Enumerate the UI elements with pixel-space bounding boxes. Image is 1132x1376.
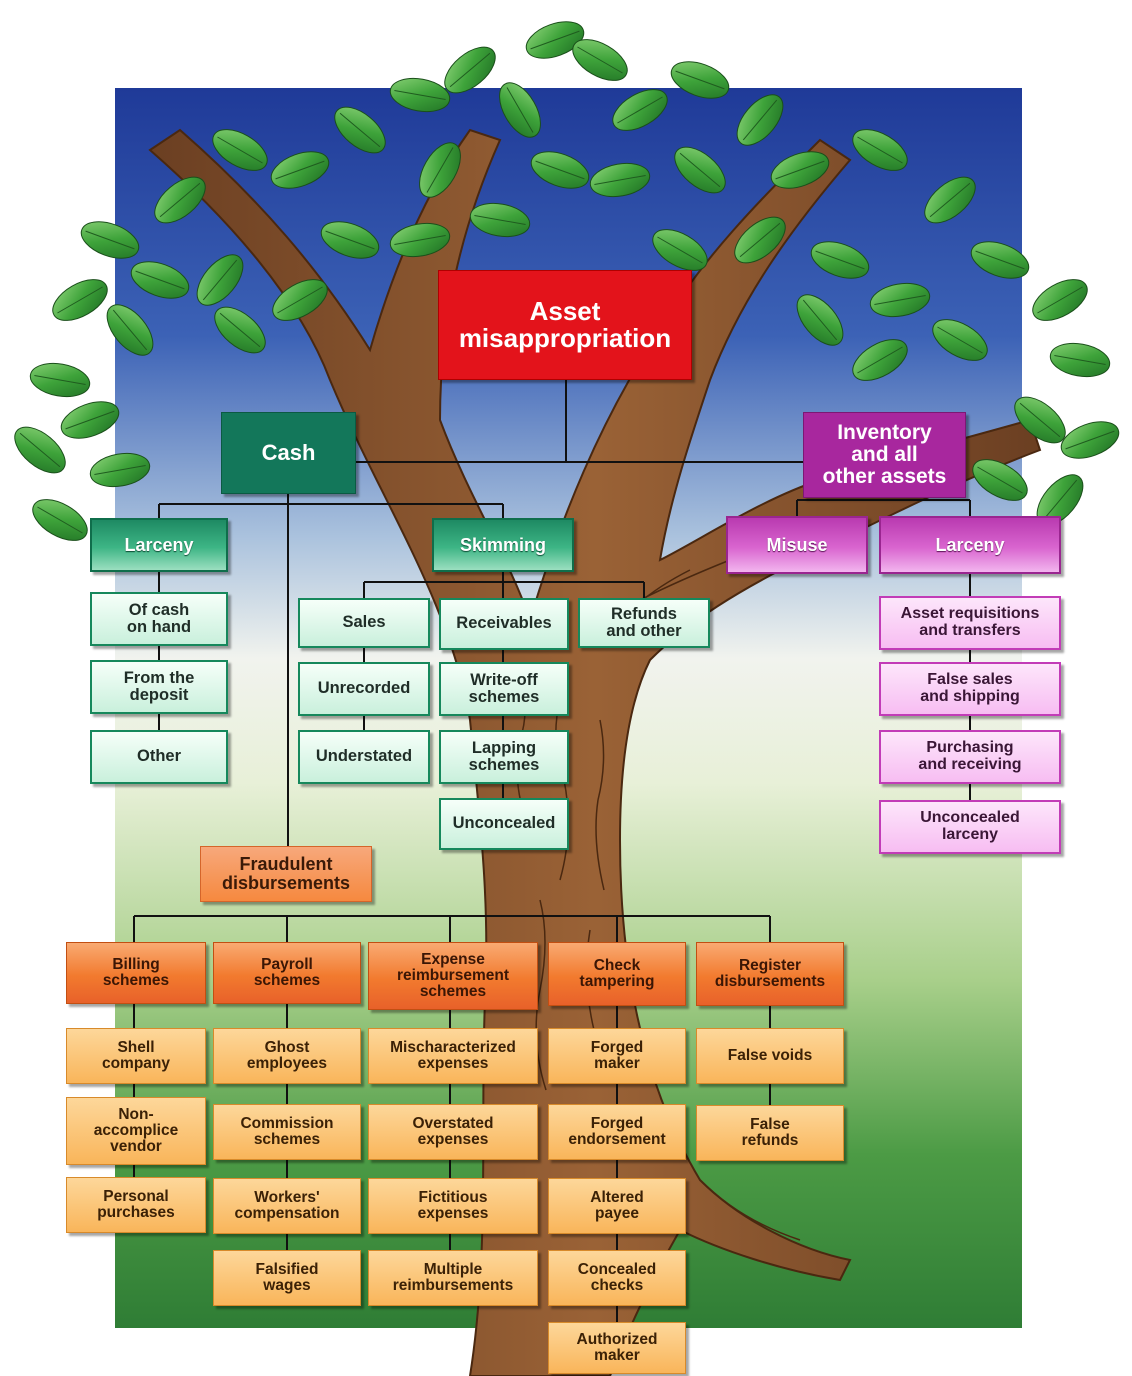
node-billing-schemes: Billing schemes: [66, 942, 206, 1004]
leaf-vein: [394, 234, 446, 246]
leaf-vein: [112, 309, 148, 351]
node-forged-maker: Forged maker: [548, 1028, 686, 1084]
node-check-tampering: Check tampering: [548, 942, 686, 1006]
node-false-voids: False voids: [696, 1028, 844, 1084]
node-fictitious-expenses: Fictitious expenses: [368, 1178, 538, 1234]
node-personal-purchases: Personal purchases: [66, 1177, 206, 1233]
leaf-vein: [159, 182, 201, 218]
leaf-vein: [85, 230, 135, 250]
node-unconcealed: Unconcealed: [439, 798, 569, 850]
leaf-vein: [1019, 402, 1061, 438]
node-sales: Sales: [298, 598, 430, 648]
leaf-vein: [929, 182, 971, 218]
leaf-vein: [975, 250, 1025, 270]
leaf-vein: [426, 147, 454, 193]
node-false-sales-shipping: False sales and shipping: [879, 662, 1061, 716]
leaf-vein: [202, 259, 238, 301]
leaf-vein: [530, 30, 580, 50]
node-concealed-checks: Concealed checks: [548, 1250, 686, 1306]
leaf-vein: [325, 230, 375, 250]
leaf-vein: [874, 294, 926, 306]
node-write-off-schemes: Write-off schemes: [439, 662, 569, 716]
leaf-vein: [802, 299, 838, 341]
node-inventory: Inventory and all other assets: [803, 412, 966, 498]
leaf-vein: [977, 466, 1023, 494]
leaf-vein: [1042, 479, 1078, 521]
node-of-cash-on-hand: Of cash on hand: [90, 592, 228, 646]
leaf-vein: [577, 46, 623, 74]
node-falsified-wages: Falsified wages: [213, 1250, 361, 1306]
node-altered-payee: Altered payee: [548, 1178, 686, 1234]
leaf-vein: [19, 432, 61, 468]
leaf-cluster: [14, 21, 1120, 541]
node-expense-reimbursement: Expense reimbursement schemes: [368, 942, 538, 1010]
node-forged-endorsement: Forged endorsement: [548, 1104, 686, 1160]
leaf-vein: [277, 286, 323, 314]
leaf-vein: [679, 152, 721, 188]
node-purchasing-receiving: Purchasing and receiving: [879, 730, 1061, 784]
leaf-vein: [219, 312, 261, 348]
leaf-vein: [594, 174, 646, 186]
node-receivables: Receivables: [439, 598, 569, 650]
leaf-vein: [217, 136, 263, 164]
leaf-vein: [742, 99, 778, 141]
leaf-vein: [535, 160, 585, 180]
leaf-vein: [1054, 354, 1106, 366]
node-fraudulent-disbursements: Fraudulent disbursements: [200, 846, 372, 902]
node-refunds-and-other: Refunds and other: [578, 598, 710, 648]
node-mischaracterized-expenses: Mischaracterized expenses: [368, 1028, 538, 1084]
node-cash: Cash: [221, 412, 356, 494]
node-asset-misappropriation: Asset misappropriation: [438, 270, 692, 380]
leaf-vein: [94, 464, 146, 476]
leaf-vein: [474, 214, 526, 226]
node-register-disbursements: Register disbursements: [696, 942, 844, 1006]
leaf-vein: [34, 374, 86, 386]
node-multiple-reimbursements: Multiple reimbursements: [368, 1250, 538, 1306]
node-overstated-expenses: Overstated expenses: [368, 1104, 538, 1160]
node-shell-company: Shell company: [66, 1028, 206, 1084]
leaf-vein: [57, 286, 103, 314]
leaf-vein: [65, 410, 115, 430]
node-non-accomplice-vendor: Non- accomplice vendor: [66, 1097, 206, 1165]
leaf-vein: [857, 346, 903, 374]
node-lapping-schemes: Lapping schemes: [439, 730, 569, 784]
leaf-vein: [739, 222, 781, 258]
leaf-vein: [37, 506, 83, 534]
node-workers-compensation: Workers' compensation: [213, 1178, 361, 1234]
leaf-vein: [339, 112, 381, 148]
leaf-vein: [394, 89, 446, 101]
node-unconcealed-larceny: Unconcealed larceny: [879, 800, 1061, 854]
leaf-vein: [675, 70, 725, 90]
leaf-vein: [617, 96, 663, 124]
node-understated: Understated: [298, 730, 430, 784]
leaf-vein: [449, 52, 491, 88]
node-authorized-maker: Authorized maker: [548, 1322, 686, 1374]
leaf-vein: [857, 136, 903, 164]
node-unrecorded: Unrecorded: [298, 662, 430, 716]
node-cash-larceny: Larceny: [90, 518, 228, 572]
node-cash-larceny-other: Other: [90, 730, 228, 784]
leaf-vein: [937, 326, 983, 354]
node-from-the-deposit: From the deposit: [90, 660, 228, 714]
leaf-vein: [506, 87, 534, 133]
node-commission-schemes: Commission schemes: [213, 1104, 361, 1160]
leaf-vein: [815, 250, 865, 270]
node-payroll-schemes: Payroll schemes: [213, 942, 361, 1004]
leaf-vein: [275, 160, 325, 180]
leaf-vein: [1037, 286, 1083, 314]
node-false-refunds: False refunds: [696, 1105, 844, 1161]
node-skimming: Skimming: [432, 518, 574, 572]
leaf-vein: [1065, 430, 1115, 450]
node-ghost-employees: Ghost employees: [213, 1028, 361, 1084]
leaf-vein: [775, 160, 825, 180]
node-asset-requisitions: Asset requisitions and transfers: [879, 596, 1061, 650]
node-inventory-larceny: Larceny: [879, 516, 1061, 574]
leaf-vein: [657, 236, 703, 264]
leaf-vein: [135, 270, 185, 290]
node-misuse: Misuse: [726, 516, 868, 574]
